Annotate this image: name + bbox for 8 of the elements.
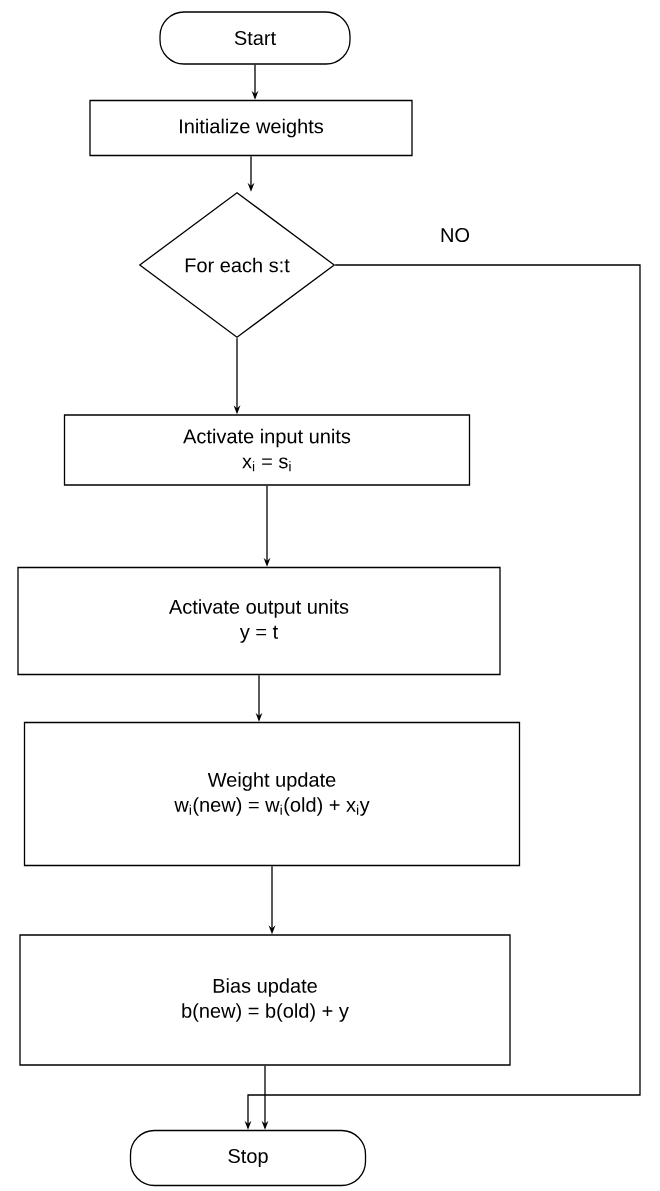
edge-label: NO [438, 225, 472, 245]
process-box: Bias update b(new) = b(old) + y [19, 934, 511, 1066]
terminal-box: Start [159, 11, 351, 65]
process-box: Weight update w$_{i}$(new) = w$_{i}$(old) + x$_{i}$y [23, 721, 521, 867]
process-box: Initialize weights [89, 99, 413, 157]
process-box: Activate output units y = t [17, 566, 501, 676]
process-box: Activate input units x$_{i}$ = s$_{i}$ [63, 414, 471, 486]
terminal-box: Stop [129, 1129, 367, 1187]
